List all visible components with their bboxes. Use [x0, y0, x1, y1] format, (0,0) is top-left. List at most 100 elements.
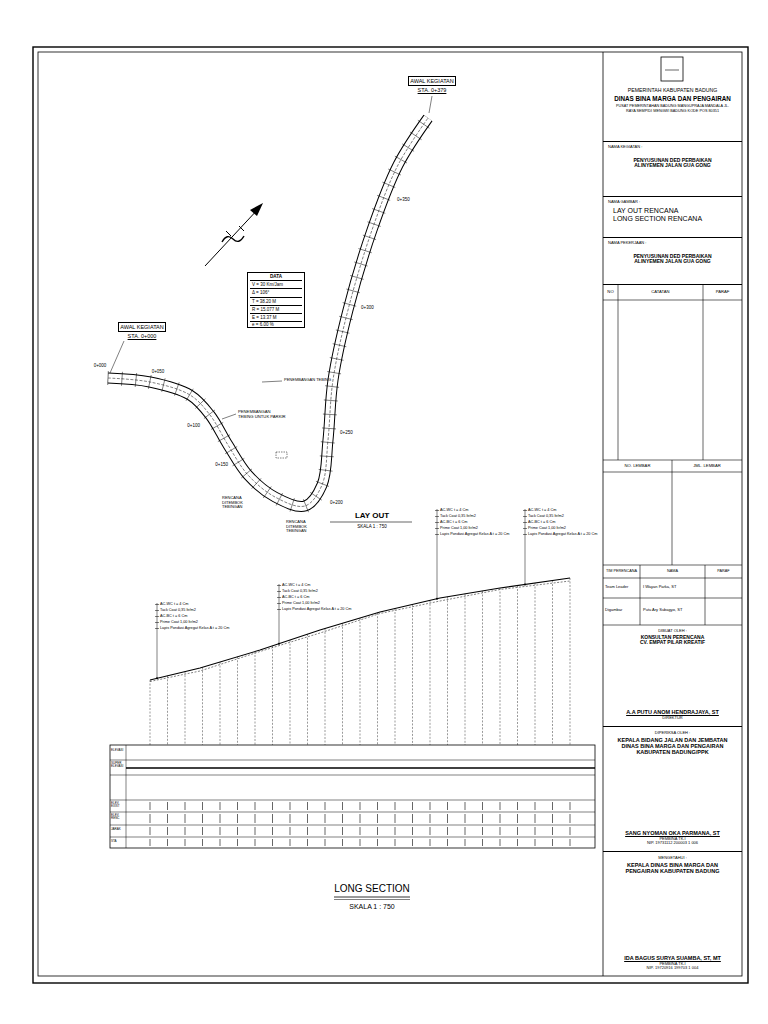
row-label-anchor: STA: [111, 840, 126, 843]
layer-spec-anchor: AC-BC t = 6 Cm: [528, 520, 555, 524]
station-label: 0+150: [215, 462, 228, 467]
box-text: NIP. 19720916 199703 1 004: [605, 966, 740, 971]
box-text: IDA BAGUS SURYA SUAMBA, ST, MT: [605, 955, 740, 961]
annotation: RENCANA DITEMBOK TEBINGAN: [222, 496, 258, 510]
north-arrow: [205, 203, 263, 266]
box-text: KEPALA DINAS BINA MARGA DAN PENGAIRAN KA…: [605, 862, 740, 875]
station-tick: [372, 209, 385, 214]
layer-spec-anchor: Lapis Pondasi Agregat Kelas A t = 20 Cm: [440, 532, 509, 536]
annotation-anchor: PENEMBANGAN TEBING UNTUK PARKIR: [238, 410, 286, 420]
layer-spec: Lapis Pondasi Agregat Kelas A t = 20 Cm: [282, 607, 351, 611]
layer-spec-anchor: Prime Coat 1,00 ltr/m2: [440, 526, 478, 530]
row-label-anchor: ELEV. EXIST: [111, 802, 126, 809]
station-tick: [322, 427, 336, 429]
title-underlines: [330, 522, 412, 900]
station-tick: [346, 289, 359, 293]
station-tick: [388, 169, 401, 175]
station-tick: [175, 382, 180, 395]
station-tick: [218, 435, 230, 442]
row-label-anchor: JARAK: [111, 828, 126, 831]
row-label-anchor: ELEVASI: [111, 749, 126, 752]
box-heading: DIPERIKSA OLEH :: [605, 731, 740, 736]
drawing-title: LONG SECTION: [334, 883, 410, 895]
box-text: DINAS BINA MARGA DAN PENGAIRAN: [605, 95, 740, 102]
table-header-anchor: TIM PERENCANA: [606, 569, 637, 573]
box-heading: NAMA PEKERJAAN :: [605, 241, 740, 246]
box-text: DIREKTUR: [605, 716, 740, 721]
signature-cell: DIBUAT OLEH :KONSULTAN PERENCANACV. EMPA…: [603, 625, 742, 727]
station-label-anchor: 0+250: [340, 430, 353, 435]
drawing-title: LAY OUT: [355, 511, 389, 520]
station-tick: [107, 371, 109, 385]
row-label: ELEV. RENC: [111, 814, 126, 821]
station-tick: [252, 478, 261, 488]
title-cell: NAMA KEGIATAN : PENYUSUNAN DED PERBAIKAN …: [603, 142, 742, 197]
layer-spec-anchor: Prime Coat 1,00 ltr/m2: [282, 601, 320, 605]
table-header: NO: [607, 290, 613, 295]
start-callout: AWAL KEGIATANSTA. 0+379: [406, 76, 458, 94]
scale-note-anchor: SKALA 1 : 750: [349, 903, 395, 911]
box-heading: NAMA KEGIATAN :: [605, 145, 740, 150]
station-label-anchor: 0+100: [187, 423, 200, 428]
table-header-anchor: PARAF: [716, 290, 730, 295]
table-header-anchor: JML. LEMBAR: [693, 464, 720, 469]
table-header: NO. LEMBAR: [625, 464, 651, 469]
layer-spec: AC-WC t = 4 Cm: [440, 508, 468, 512]
station-tick: [319, 469, 333, 471]
station-tick: [377, 195, 390, 200]
drawing-title-anchor: LAY OUT: [355, 511, 389, 520]
long-section-band: [110, 745, 595, 848]
layer-spec: Prime Coat 1,00 ltr/m2: [282, 601, 320, 605]
layer-spec: Tack Coat 0,35 ltr/m2: [440, 514, 476, 518]
layer-spec-anchor: Lapis Pondasi Agregat Kelas A t = 20 Cm: [282, 607, 351, 611]
station-label: 0+350: [397, 197, 410, 202]
station-tick: [323, 414, 337, 416]
station-tick: [343, 303, 357, 307]
table-header: PARAF: [717, 569, 729, 573]
layer-spec-anchor: AC-WC t = 4 Cm: [282, 583, 310, 587]
layer-spec: AC-BC t = 6 Cm: [160, 614, 187, 618]
station-tick: [310, 492, 322, 500]
table-header-anchor: NAMA: [667, 569, 678, 573]
agency-logo: [661, 57, 683, 81]
table-cell: Team Leader: [605, 585, 628, 590]
station-tick: [148, 375, 151, 389]
box-heading: DIBUAT OLEH :: [605, 629, 740, 634]
station-tick: [418, 120, 430, 128]
station-label-anchor: 0+050: [152, 369, 165, 374]
layer-spec: AC-WC t = 4 Cm: [528, 508, 556, 512]
start-callout: AWAL KEGIATANSTA. 0+000: [116, 322, 168, 340]
box-text: PUSAT PEMERINTAHAN BADUNG MANGUPRAJA MAN…: [605, 104, 740, 113]
station-tick: [402, 144, 414, 151]
box-text: E = 13.37 M: [250, 314, 302, 322]
station-tick: [358, 249, 371, 253]
box-heading: AWAL KEGIATAN: [118, 322, 166, 332]
leader-lines: [110, 96, 432, 458]
box-text: STA. 0+000: [118, 333, 166, 339]
station-label: 0+100: [187, 423, 200, 428]
station-tick: [320, 455, 334, 457]
table-header-anchor: CATATAN: [651, 290, 669, 295]
station-label-anchor: 0+150: [215, 462, 228, 467]
layer-spec-anchor: Prime Coat 1,00 ltr/m2: [528, 526, 566, 530]
layer-spec-anchor: Lapis Pondasi Agregat Kelas A t = 20 Cm: [528, 532, 597, 536]
annotation-anchor: RENCANA DITEMBOK TEBINGAN: [222, 496, 258, 510]
long-section-profile: [150, 578, 570, 846]
row-label: STA: [111, 840, 126, 843]
box-text: PENYUSUNAN DED PERBAIKAN ALINYEMEN JALAN…: [605, 158, 740, 170]
layer-spec: Tack Coat 0,35 ltr/m2: [282, 589, 318, 593]
station-label: 0+200: [330, 500, 343, 505]
title-cell: NAMA GAMBAR :LAY OUT RENCANALONG SECTION…: [603, 197, 742, 238]
layer-spec: AC-BC t = 6 Cm: [440, 520, 467, 524]
table-header: TIM PERENCANA: [606, 569, 637, 573]
station-tick: [204, 410, 215, 419]
station-tick: [233, 458, 245, 466]
curve-data-table: DATAV = 30 Km/JamΔ = 106°T = 38.20 MR = …: [247, 272, 305, 328]
layer-spec: Tack Coat 0,35 ltr/m2: [528, 514, 564, 518]
annotation: PENEMBANGAN TEBING: [284, 378, 331, 383]
station-tick: [321, 442, 335, 443]
layer-spec: Lapis Pondasi Agregat Kelas A t = 20 Cm: [440, 532, 509, 536]
station-tick: [350, 275, 363, 279]
scale-note: SKALA 1 : 750: [357, 524, 386, 529]
box-text: NIP. 19731112 200003 1 006: [605, 841, 740, 846]
